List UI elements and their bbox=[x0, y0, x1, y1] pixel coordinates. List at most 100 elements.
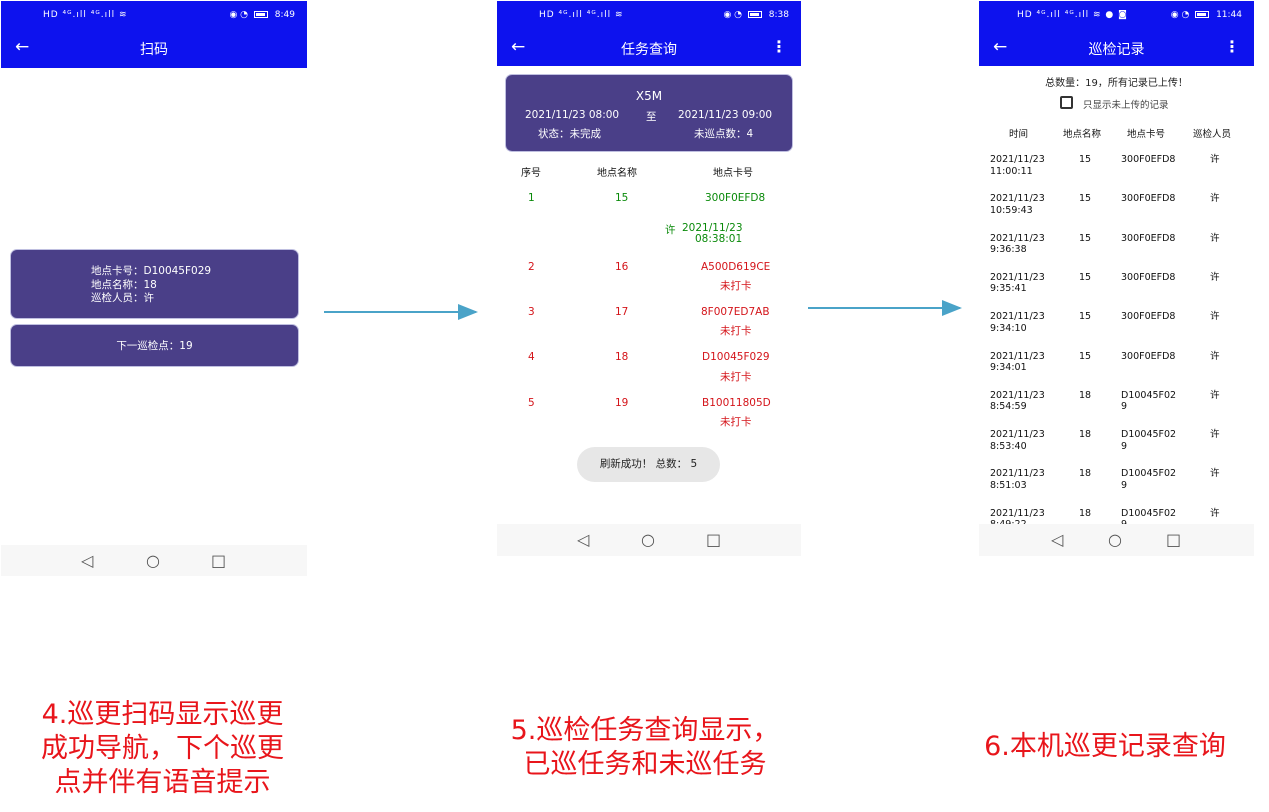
row-card-no: 8F007ED7AB bbox=[701, 306, 770, 318]
row-place-name: 16 bbox=[615, 261, 629, 273]
battery-icon bbox=[253, 11, 268, 18]
more-vertical-icon[interactable]: ⋮ bbox=[1224, 37, 1240, 56]
records-summary: 总数量：19，所有记录已上传！ bbox=[1045, 78, 1188, 89]
task-status: 状态：未完成 bbox=[538, 128, 601, 140]
nav-back-icon[interactable]: ◁ bbox=[1051, 530, 1064, 549]
row-place-name: 15 bbox=[615, 192, 629, 204]
row-no: 2 bbox=[528, 261, 535, 273]
record-time: 9:36:38 bbox=[990, 244, 1027, 256]
row-checkin-date: 2021/11/23 bbox=[682, 222, 743, 234]
status-right: ◉ ◔ 8:49 bbox=[229, 10, 295, 20]
nav-back-icon[interactable]: ◁ bbox=[577, 530, 590, 549]
record-card: 300F0EFD8 bbox=[1121, 232, 1176, 244]
record-card-cont: 9 bbox=[1121, 401, 1128, 413]
toast-message: 刷新成功！ 总数： 5 bbox=[577, 447, 720, 482]
caption-step-6: 6.本机巡更记录查询 bbox=[984, 731, 1226, 762]
speed-icon: ◔ bbox=[240, 10, 249, 20]
app-bar: HD ⁴ᴳ.ıll ⁴ᴳ.ıll ≋ ● ◙ ◉ ◔ 11:44 ← 巡检记录 … bbox=[979, 1, 1254, 66]
only-unuploaded-label[interactable]: 只显示未上传的记录 bbox=[1083, 100, 1169, 111]
task-unvisited-count: 未巡点数：4 bbox=[694, 128, 754, 140]
only-unuploaded-checkbox[interactable] bbox=[1060, 96, 1073, 109]
record-time: 9:35:41 bbox=[990, 283, 1027, 295]
eye-icon: ◉ bbox=[1170, 10, 1179, 20]
header-card-no: 地点卡号 bbox=[1127, 129, 1166, 140]
arrow-left-icon[interactable]: ← bbox=[511, 37, 526, 57]
record-place: 18 bbox=[1079, 507, 1092, 519]
arrow-left-icon[interactable]: ← bbox=[15, 37, 30, 57]
task-end-time: 2021/11/23 09:00 bbox=[678, 109, 773, 121]
nav-recent-icon[interactable]: □ bbox=[211, 551, 227, 570]
record-date: 2021/11/23 bbox=[990, 271, 1045, 283]
page-title: 任务查询 bbox=[621, 42, 677, 58]
record-card: 300F0EFD8 bbox=[1121, 311, 1176, 323]
record-place: 15 bbox=[1079, 311, 1092, 323]
row-status: 未打卡 bbox=[720, 280, 752, 292]
clock: 11:44 bbox=[1216, 10, 1242, 20]
record-date: 2021/11/23 bbox=[990, 232, 1045, 244]
more-vertical-icon[interactable]: ⋮ bbox=[771, 37, 787, 56]
record-inspector: 许 bbox=[1210, 271, 1220, 283]
record-inspector: 许 bbox=[1210, 468, 1220, 480]
battery-icon bbox=[1195, 11, 1210, 18]
record-inspector: 许 bbox=[1210, 350, 1220, 362]
record-place: 15 bbox=[1079, 193, 1092, 205]
speed-icon: ◔ bbox=[734, 10, 743, 20]
nav-recent-icon[interactable]: □ bbox=[706, 530, 722, 549]
signal-icons: HD ⁴ᴳ.ıll ⁴ᴳ.ıll ≋ ● ◙ bbox=[1017, 10, 1128, 20]
record-place: 18 bbox=[1079, 468, 1092, 480]
row-card-no: B10011805D bbox=[702, 397, 771, 409]
record-card: D10045F02 bbox=[1121, 468, 1177, 480]
record-inspector: 许 bbox=[1210, 232, 1220, 244]
row-status: 未打卡 bbox=[720, 371, 752, 383]
place-name-text: 地点名称：18 bbox=[91, 278, 157, 291]
nav-home-icon[interactable]: ○ bbox=[146, 551, 160, 570]
app-bar: HD ⁴ᴳ.ıll ⁴ᴳ.ıll ≋ ◉ ◔ 8:49 ← 扫码 bbox=[1, 1, 307, 68]
record-place: 15 bbox=[1079, 154, 1092, 165]
record-date: 2021/11/23 bbox=[990, 389, 1045, 401]
record-time: 10:59:43 bbox=[990, 204, 1033, 216]
record-date: 2021/11/23 bbox=[990, 193, 1045, 205]
record-place: 15 bbox=[1079, 271, 1092, 283]
nav-back-icon[interactable]: ◁ bbox=[81, 551, 94, 570]
header-no: 序号 bbox=[521, 168, 541, 179]
row-place-name: 17 bbox=[615, 306, 629, 318]
row-no: 1 bbox=[528, 192, 535, 204]
caption-step-4: 4.巡更扫码显示巡更 成功导航，下个巡更 点并伴有语音提示 bbox=[41, 699, 284, 798]
record-time: 9:34:10 bbox=[990, 322, 1027, 334]
page-title: 扫码 bbox=[140, 42, 168, 58]
arrow-left-icon[interactable]: ← bbox=[993, 37, 1008, 57]
record-date: 2021/11/23 bbox=[990, 507, 1045, 519]
speed-icon: ◔ bbox=[1181, 10, 1190, 20]
card-number-text: 地点卡号：D10045F029 bbox=[91, 265, 212, 277]
record-time: 11:00:11 bbox=[990, 165, 1033, 177]
app-bar: HD ⁴ᴳ.ıll ⁴ᴳ.ıll ≋ ◉ ◔ 8:38 ← 任务查询 ⋮ bbox=[497, 1, 801, 66]
scan-screen: HD ⁴ᴳ.ıll ⁴ᴳ.ıll ≋ ◉ ◔ 8:49 ← 扫码 地点卡号：D1… bbox=[1, 1, 307, 576]
record-card: 300F0EFD8 bbox=[1121, 154, 1176, 165]
battery-icon bbox=[747, 11, 762, 18]
status-right: ◉ ◔ 8:38 bbox=[723, 10, 789, 20]
nav-home-icon[interactable]: ○ bbox=[641, 530, 655, 549]
task-card[interactable]: X5M 2021/11/23 08:00 至 2021/11/23 09:00 … bbox=[505, 74, 793, 152]
record-place: 15 bbox=[1079, 232, 1092, 244]
record-card: D10045F02 bbox=[1121, 429, 1177, 441]
record-inspector: 许 bbox=[1210, 193, 1220, 205]
nav-home-icon[interactable]: ○ bbox=[1108, 530, 1122, 549]
record-card: 300F0EFD8 bbox=[1121, 271, 1176, 283]
record-inspector: 许 bbox=[1210, 311, 1220, 323]
record-date: 2021/11/23 bbox=[990, 429, 1045, 441]
record-place: 15 bbox=[1079, 350, 1092, 362]
record-card-cont: 9 bbox=[1121, 440, 1128, 452]
system-nav-bar: ◁ ○ □ bbox=[497, 524, 801, 556]
record-inspector: 许 bbox=[1210, 389, 1220, 401]
row-card-no: A500D619CE bbox=[701, 261, 771, 273]
flow-arrow-2 bbox=[808, 300, 962, 316]
header-card-no: 地点卡号 bbox=[713, 168, 753, 179]
nav-recent-icon[interactable]: □ bbox=[1166, 530, 1182, 549]
record-inspector: 许 bbox=[1210, 507, 1220, 519]
next-point-card: 下一巡检点：19 bbox=[10, 324, 299, 367]
signal-icons: HD ⁴ᴳ.ıll ⁴ᴳ.ıll ≋ bbox=[43, 10, 128, 20]
record-time: 8:51:03 bbox=[990, 479, 1027, 491]
row-status: 未打卡 bbox=[720, 416, 752, 428]
record-card-cont: 9 bbox=[1121, 479, 1128, 491]
row-no: 5 bbox=[528, 397, 535, 409]
